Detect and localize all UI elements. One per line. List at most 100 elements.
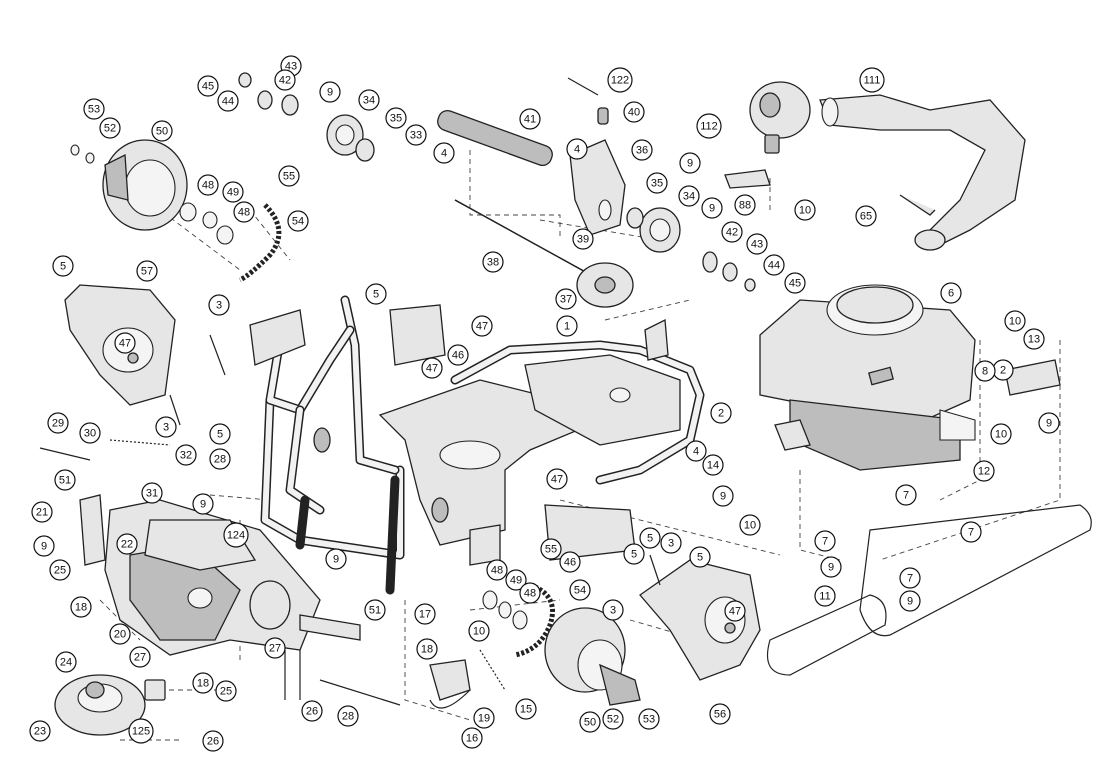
callout-circle [482, 251, 504, 273]
callout-label: 4 [693, 446, 699, 458]
callout-label: 9 [709, 203, 715, 215]
callout-label: 48 [524, 588, 536, 600]
callout-circle [696, 113, 722, 139]
callout-circle [385, 107, 407, 129]
callout-label: 18 [197, 678, 209, 690]
callout-c-51b: 51 [364, 599, 386, 621]
callout-label: 35 [651, 178, 663, 190]
callout-circle [433, 142, 455, 164]
callout-label: 6 [948, 288, 954, 300]
callout-c-46b: 46 [559, 551, 581, 573]
callout-circle [421, 357, 443, 379]
callout-label: 5 [647, 533, 653, 545]
callout-c-5c: 5 [209, 423, 231, 445]
callout-c-25a: 25 [49, 559, 71, 581]
callout-label: 88 [739, 200, 751, 212]
callout-c-111: 111 [859, 67, 885, 93]
callout-c-4a: 4 [433, 142, 455, 164]
callout-label: 33 [410, 130, 422, 142]
callout-c-10e: 10 [468, 620, 490, 642]
callout-c-19: 19 [473, 707, 495, 729]
callout-c-5d: 5 [639, 527, 661, 549]
callout-c-1: 1 [556, 315, 578, 337]
callout-circle [405, 124, 427, 146]
callout-circle [734, 194, 756, 216]
bracket-13 [1004, 359, 1061, 396]
callout-circle [468, 620, 490, 642]
callout-circle [607, 67, 633, 93]
callout-circle [209, 448, 231, 470]
callout-circle [155, 416, 177, 438]
callout-label: 44 [768, 260, 780, 272]
callout-c-21: 21 [31, 501, 53, 523]
callout-circle [217, 90, 239, 112]
callout-c-50a: 50 [151, 120, 173, 142]
callout-label: 28 [342, 711, 354, 723]
callout-circle [794, 199, 816, 221]
callout-label: 55 [545, 544, 557, 556]
callout-c-124: 124 [223, 522, 249, 548]
callout-label: 12 [978, 466, 990, 478]
callout-label: 39 [577, 234, 589, 246]
callout-label: 35 [390, 113, 402, 125]
callout-label: 21 [36, 507, 48, 519]
callout-c-6: 6 [940, 282, 962, 304]
callout-c-7b: 7 [960, 521, 982, 543]
callout-c-27a: 27 [129, 646, 151, 668]
callout-c-47b: 47 [114, 332, 136, 354]
callout-label: 48 [202, 180, 214, 192]
callout-label: 5 [373, 289, 379, 301]
callout-c-9i: 9 [325, 548, 347, 570]
clutch-pulley-50a [70, 139, 234, 245]
callout-circle [602, 599, 624, 621]
callout-circle [83, 98, 105, 120]
callout-label: 2 [718, 408, 724, 420]
callout-circle [301, 700, 323, 722]
callout-circle [556, 315, 578, 337]
callout-circle [814, 585, 836, 607]
callout-label: 7 [903, 490, 909, 502]
callout-circle [763, 254, 785, 276]
callout-label: 47 [426, 363, 438, 375]
callout-c-112: 112 [696, 113, 722, 139]
callout-label: 50 [584, 717, 596, 729]
callout-circle [899, 567, 921, 589]
callout-c-3b: 3 [155, 416, 177, 438]
callout-circle [278, 165, 300, 187]
callout-label: 10 [799, 205, 811, 217]
callout-label: 15 [520, 704, 532, 716]
callout-c-9b: 9 [679, 152, 701, 174]
callout-circle [724, 600, 746, 622]
callout-c-43b: 43 [746, 233, 768, 255]
main-frame [249, 295, 705, 595]
callout-c-47e: 47 [724, 600, 746, 622]
callout-circle [505, 569, 527, 591]
pulley-23 [54, 674, 166, 736]
callout-circle [602, 708, 624, 730]
callout-c-47c: 47 [421, 357, 443, 379]
callout-label: 57 [141, 266, 153, 278]
callout-c-9d: 9 [1038, 412, 1060, 434]
callout-c-65: 65 [855, 205, 877, 227]
callout-label: 112 [700, 121, 718, 133]
callout-circle [1023, 328, 1045, 350]
callout-c-42b: 42 [721, 221, 743, 243]
callout-label: 7 [907, 573, 913, 585]
callout-circle [215, 680, 237, 702]
callout-label: 19 [478, 713, 490, 725]
callout-circle [287, 210, 309, 232]
callout-circle [264, 637, 286, 659]
callout-label: 10 [473, 626, 485, 638]
callout-label: 49 [510, 575, 522, 587]
callout-c-41: 41 [519, 108, 541, 130]
callout-c-48a: 48 [197, 174, 219, 196]
callout-c-44b: 44 [763, 254, 785, 276]
callout-c-10b: 10 [1004, 310, 1026, 332]
callout-label: 17 [419, 609, 431, 621]
callout-c-44a: 44 [217, 90, 239, 112]
air-intake [724, 81, 1026, 251]
callout-circle [416, 638, 438, 660]
callout-label: 47 [119, 338, 131, 350]
callout-circle [555, 288, 577, 310]
callout-label: 18 [75, 602, 87, 614]
